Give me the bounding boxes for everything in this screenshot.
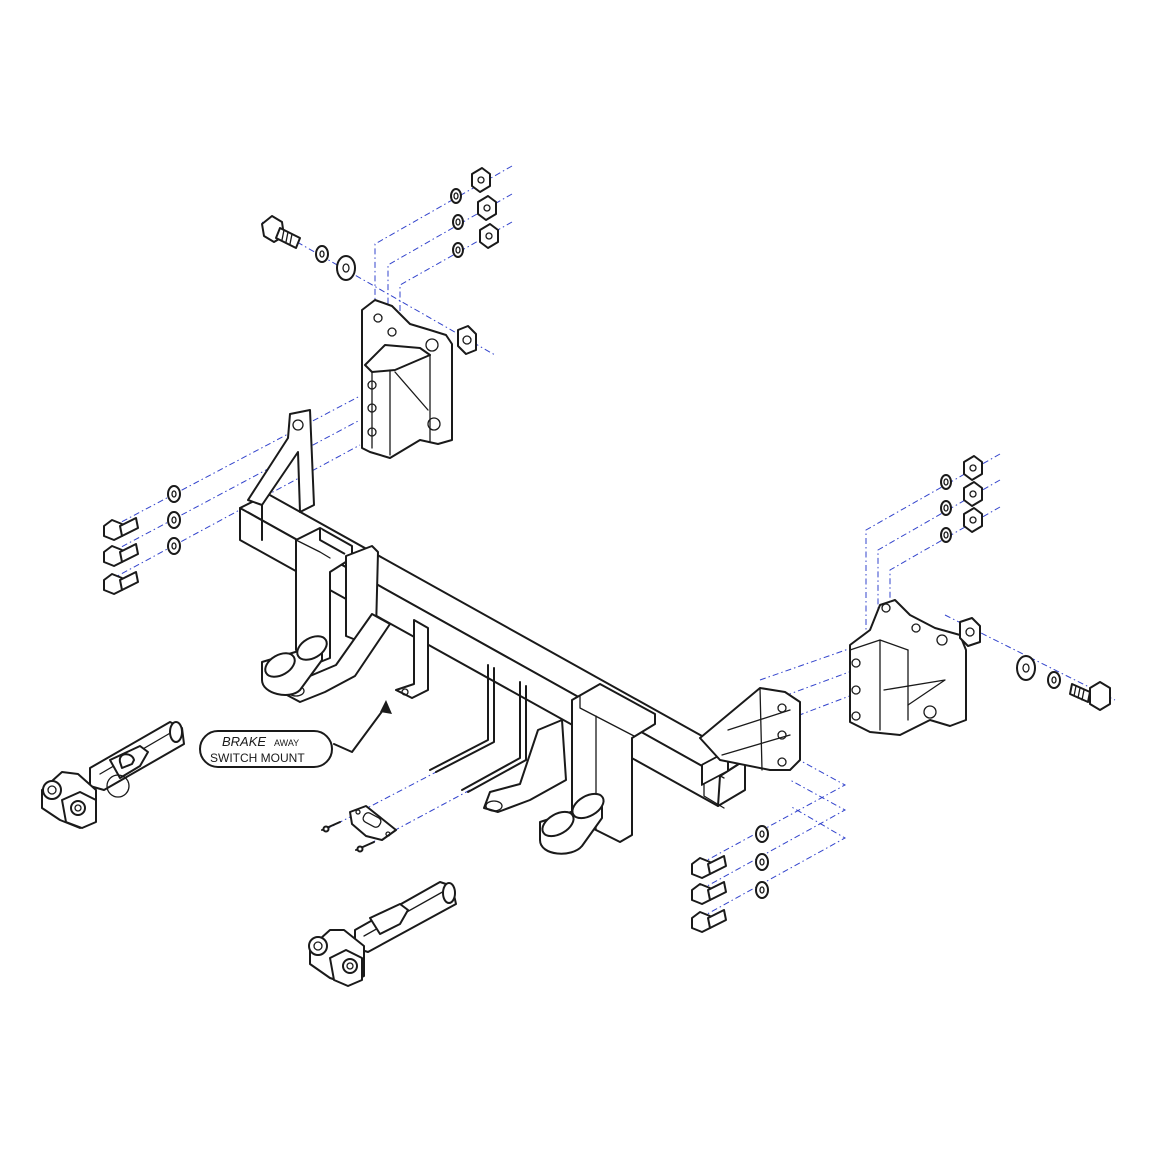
left-tow-arm	[261, 527, 391, 703]
hex-bolt	[103, 571, 139, 595]
brake-away-switch-bracket	[395, 619, 429, 699]
right-side-gusset	[699, 687, 801, 771]
lock-washer	[452, 214, 464, 230]
hitch-pin-clip-ring	[106, 774, 130, 798]
lock-washer	[940, 474, 952, 490]
upper-left-hardware	[261, 167, 499, 281]
hex-nut	[963, 481, 983, 507]
flat-washer	[336, 255, 356, 281]
lock-washer	[940, 500, 952, 516]
hex-bolt	[103, 517, 139, 541]
flat-washer	[1016, 655, 1036, 681]
hex-bolt	[691, 881, 727, 905]
flat-washer	[167, 485, 181, 503]
left-hardware	[103, 485, 181, 595]
left-side-plate	[247, 409, 315, 541]
right-tow-arm	[483, 683, 656, 855]
right-lower-hardware	[691, 825, 769, 933]
hex-nut	[963, 455, 983, 481]
mounting-screw	[355, 841, 375, 853]
hex-bolt	[261, 215, 301, 249]
hex-nut	[479, 223, 499, 249]
callout-line2: SWITCH MOUNT	[210, 751, 305, 765]
lock-washer	[315, 245, 329, 263]
hex-bolt	[691, 855, 727, 879]
lock-washer	[940, 527, 952, 543]
right-mounting-bracket	[849, 599, 981, 736]
mounting-screw	[321, 821, 341, 833]
hex-nut	[477, 195, 497, 221]
brake-away-callout: BRAKE AWAY SWITCH MOUNT	[199, 700, 392, 768]
safety-cable-tubes	[429, 664, 527, 793]
flat-washer	[167, 511, 181, 529]
flat-washer	[755, 881, 769, 899]
lock-washer	[1047, 671, 1061, 689]
tow-arm-attachment-center	[308, 881, 457, 987]
switch-mount-plate	[349, 805, 397, 841]
hex-bolt	[1069, 681, 1111, 711]
hex-nut	[963, 507, 983, 533]
flat-washer	[755, 853, 769, 871]
hex-nut	[471, 167, 491, 193]
flat-washer	[167, 537, 181, 555]
right-upper-hardware	[940, 455, 1111, 711]
left-mounting-bracket	[361, 299, 477, 459]
hex-bolt	[103, 543, 139, 567]
callout-line1-bold: BRAKE	[222, 734, 266, 749]
callout-bubble	[199, 730, 333, 768]
flat-washer	[755, 825, 769, 843]
lock-washer	[452, 242, 464, 258]
lock-washer	[450, 188, 462, 204]
tow-arm-attachment-left	[41, 721, 185, 829]
callout-arrowhead	[380, 700, 392, 714]
hex-bolt	[691, 909, 727, 933]
callout-line1-small: AWAY	[274, 738, 299, 748]
